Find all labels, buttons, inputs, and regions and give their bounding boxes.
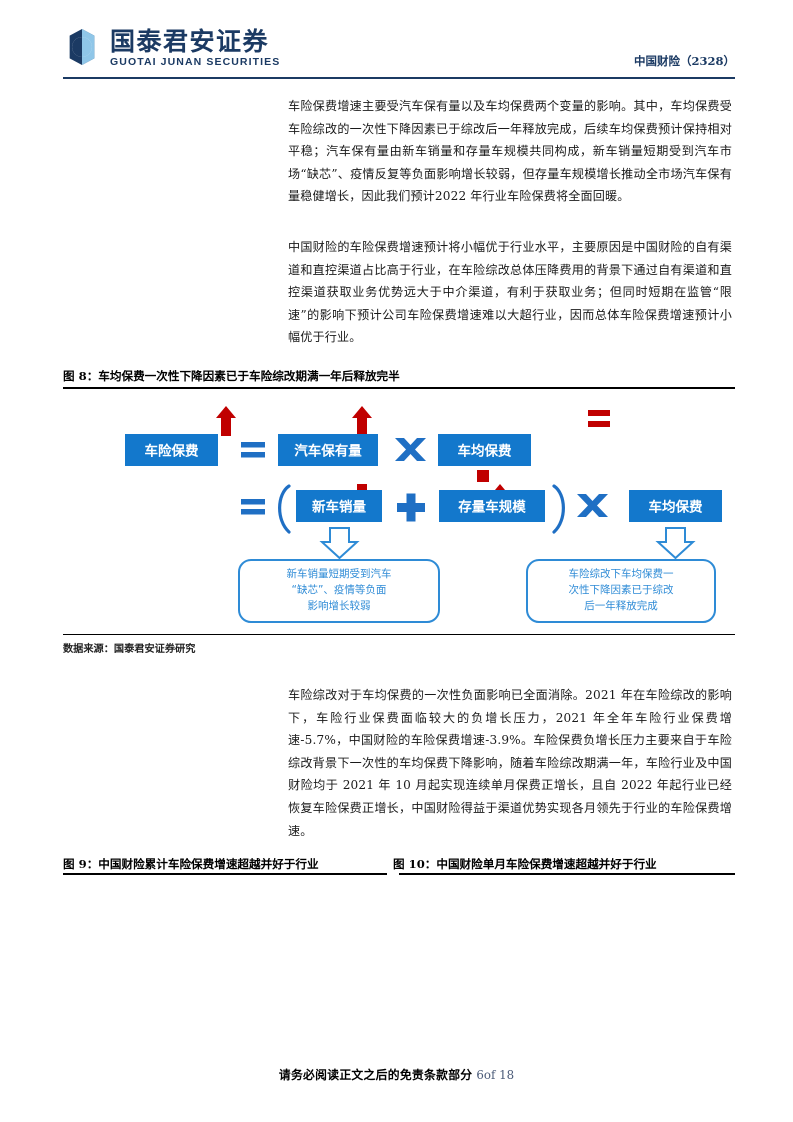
callout-left-line-1: 新车销量短期受到汽车	[287, 567, 392, 580]
box-label-1: 车险保费	[145, 443, 199, 460]
red-up-arrow-2	[352, 406, 372, 436]
brand-name-en: GUOTAI JUNAN SECURITIES	[110, 56, 281, 68]
figure-8-bottom-rule	[63, 634, 735, 636]
callout-left: 新车销量短期受到汽车 “缺芯”、疫情等负面 影响增长较弱	[238, 559, 440, 623]
paragraph-1: 车险保费增速主要受汽车保有量以及车均保费两个变量的影响。其中，车均保费受车险综改…	[288, 99, 732, 204]
figure-9-rule	[63, 873, 387, 876]
diagram-right-parenthesis	[552, 484, 565, 534]
brand-name-cn: 国泰君安证券	[110, 27, 270, 56]
box-label-6: 车均保费	[649, 499, 703, 516]
callout-right-line-3: 后一年释放完成	[584, 599, 658, 612]
diagram-operator-times-2	[577, 494, 608, 517]
figure-8-source: 数据来源：国泰君安证券研究	[63, 643, 196, 655]
hollow-down-arrow-right	[655, 527, 696, 560]
callout-right: 车险综改下车均保费一 次性下降因素已于综改 后一年释放完成	[526, 559, 716, 623]
figure-8-caption: 图 8：车均保费一次性下降因素已于车险综改期满一年后释放完半	[63, 369, 400, 383]
diagram-operator-plus-1	[397, 493, 425, 522]
box-label-5: 存量车规模	[458, 499, 526, 516]
diagram-operator-times-1	[395, 438, 426, 461]
box-label-3: 车均保费	[458, 443, 512, 460]
red-equals-sign	[588, 410, 610, 427]
figure-9-10-caption-block: 图 9：中国财险累计车险保费增速超越并好于行业 图 10：中国财险单月车险保费增…	[63, 856, 735, 876]
red-up-arrow-1	[216, 406, 236, 436]
header-divider	[63, 77, 735, 80]
brand-logo: 国泰君安证券 GUOTAI JUNAN SECURITIES	[63, 28, 280, 69]
guotai-junan-circle-logo-icon	[63, 28, 101, 66]
box-label-4: 新车销量	[312, 499, 366, 516]
figure-10-caption: 图 10：中国财险单月车险保费增速超越并好于行业	[393, 857, 657, 871]
footer-disclaimer: 请务必阅读正文之后的免责条款部分	[278, 1068, 473, 1082]
figure-9-10-caption-rules	[63, 873, 735, 876]
diagram-box-新车销量: 新车销量	[296, 490, 382, 522]
box-label-2: 汽车保有量	[294, 443, 362, 460]
diagram-box-存量车规模: 存量车规模	[439, 490, 545, 522]
callout-right-line-1: 车险综改下车均保费一	[569, 567, 674, 580]
figure-8-caption-rule	[63, 387, 735, 390]
callout-left-line-2: “缺芯”、疫情等负面	[292, 583, 387, 596]
callout-left-line-3: 影响增长较弱	[308, 599, 371, 612]
figure-8-diagram: .bx { fill: #1378CC; } .bxt { font-famil…	[63, 392, 735, 632]
figure-10-rule	[399, 873, 735, 876]
diagram-box-汽车保有量: 汽车保有量	[278, 434, 378, 466]
diagram-box-车均保费-bottom: 车均保费	[629, 490, 722, 522]
paragraph-3: 车险综改对于车均保费的一次性负面影响已全面消除。2021 年在车险综改的影响下，…	[288, 688, 732, 838]
diagram-box-车均保费-top: 车均保费	[438, 434, 531, 466]
diagram-operator-equals-2	[241, 499, 265, 515]
header-company-ticker: 中国财险（2328）	[633, 54, 735, 68]
page-header: 国泰君安证券 GUOTAI JUNAN SECURITIES 中国财险（2328…	[63, 24, 735, 76]
hollow-down-arrow-left	[319, 527, 360, 560]
figure-9-caption: 图 9：中国财险累计车险保费增速超越并好于行业	[63, 857, 319, 871]
figure-8-caption-block: 图 8：车均保费一次性下降因素已于车险综改期满一年后释放完半	[63, 368, 735, 390]
paragraph-2: 中国财险的车险保费增速预计将小幅优于行业水平，主要原因是中国财险的自有渠道和直控…	[288, 240, 732, 345]
callout-right-line-2: 次性下降因素已于综改	[569, 583, 674, 596]
diagram-box-车险保费: 车险保费	[125, 434, 218, 466]
footer-page-number: 6of 18	[476, 1068, 515, 1082]
diagram-left-parenthesis	[278, 484, 291, 534]
diagram-operator-equals-1	[241, 442, 265, 458]
red-square-marker	[477, 470, 489, 482]
